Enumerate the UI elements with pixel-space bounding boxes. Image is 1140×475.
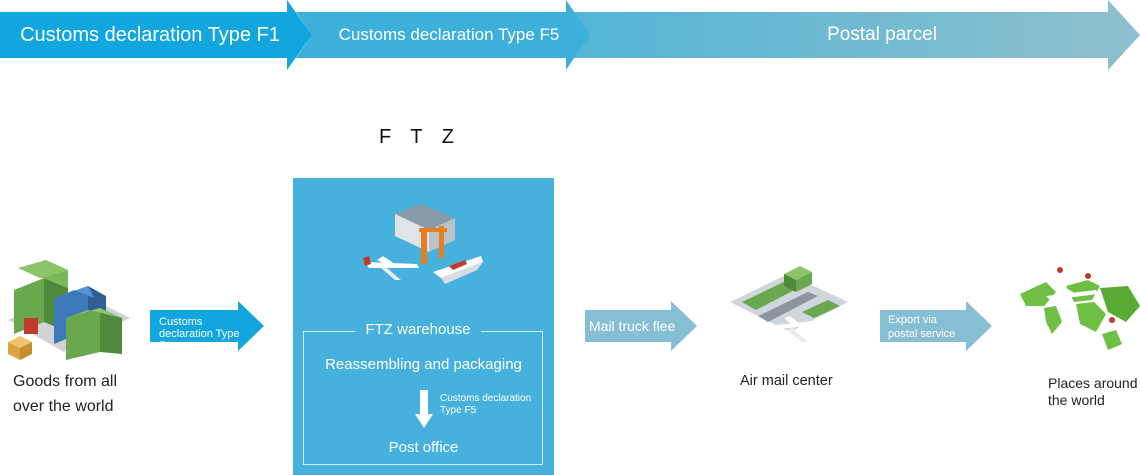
shipping-containers-icon (8, 260, 130, 360)
ftz-logistics-icon (363, 204, 483, 284)
flow-arrow-f1 (150, 301, 264, 351)
flow-arrow-f1-label: Customs declaration Type F1 (159, 316, 240, 352)
goods-caption-line1: Goods from all (13, 373, 118, 390)
band-stage1-arrow (0, 0, 312, 70)
ftz-title: F T Z (378, 126, 462, 148)
airport-icon (730, 266, 848, 342)
band-stage2-arrow (296, 0, 590, 70)
band-stage2-label: Customs declaration Type F5 (338, 25, 560, 44)
air-mail-caption: Air mail center (740, 373, 833, 389)
flow-arrow-export (880, 301, 992, 351)
goods-caption-line2: over the world (13, 398, 114, 415)
band-stage1-label: Customs declaration Type F1 (20, 23, 280, 46)
places-caption-line2: the world (1048, 392, 1105, 408)
ftz-warehouse-label: FTZ warehouse (355, 318, 481, 342)
flow-arrow-truck-label: Mail truck flee (589, 318, 676, 334)
ftz-reassembling-label: Reassembling and packaging (325, 356, 522, 373)
flow-arrow-truck (585, 301, 697, 351)
ftz-panel: FTZ warehouse Reassembling and packaging… (293, 178, 554, 475)
flow-arrow-export-label-line1: Export via (888, 314, 937, 326)
flow-arrow-export-label-line2: postal service (888, 328, 956, 340)
world-map-icon (1020, 267, 1140, 350)
ftz-post-office-label: Post office (388, 439, 459, 456)
process-band: Customs declaration Type F1 Customs decl… (0, 0, 1140, 70)
down-arrow-icon (415, 390, 433, 428)
places-caption-line1: Places around (1048, 375, 1138, 391)
band-stage3-arrow (566, 0, 1140, 70)
process-band-arrows (0, 0, 1140, 70)
ftz-f5-note: Customs declaration Type F5 (440, 393, 532, 416)
band-stage3-label: Postal parcel (827, 24, 937, 45)
